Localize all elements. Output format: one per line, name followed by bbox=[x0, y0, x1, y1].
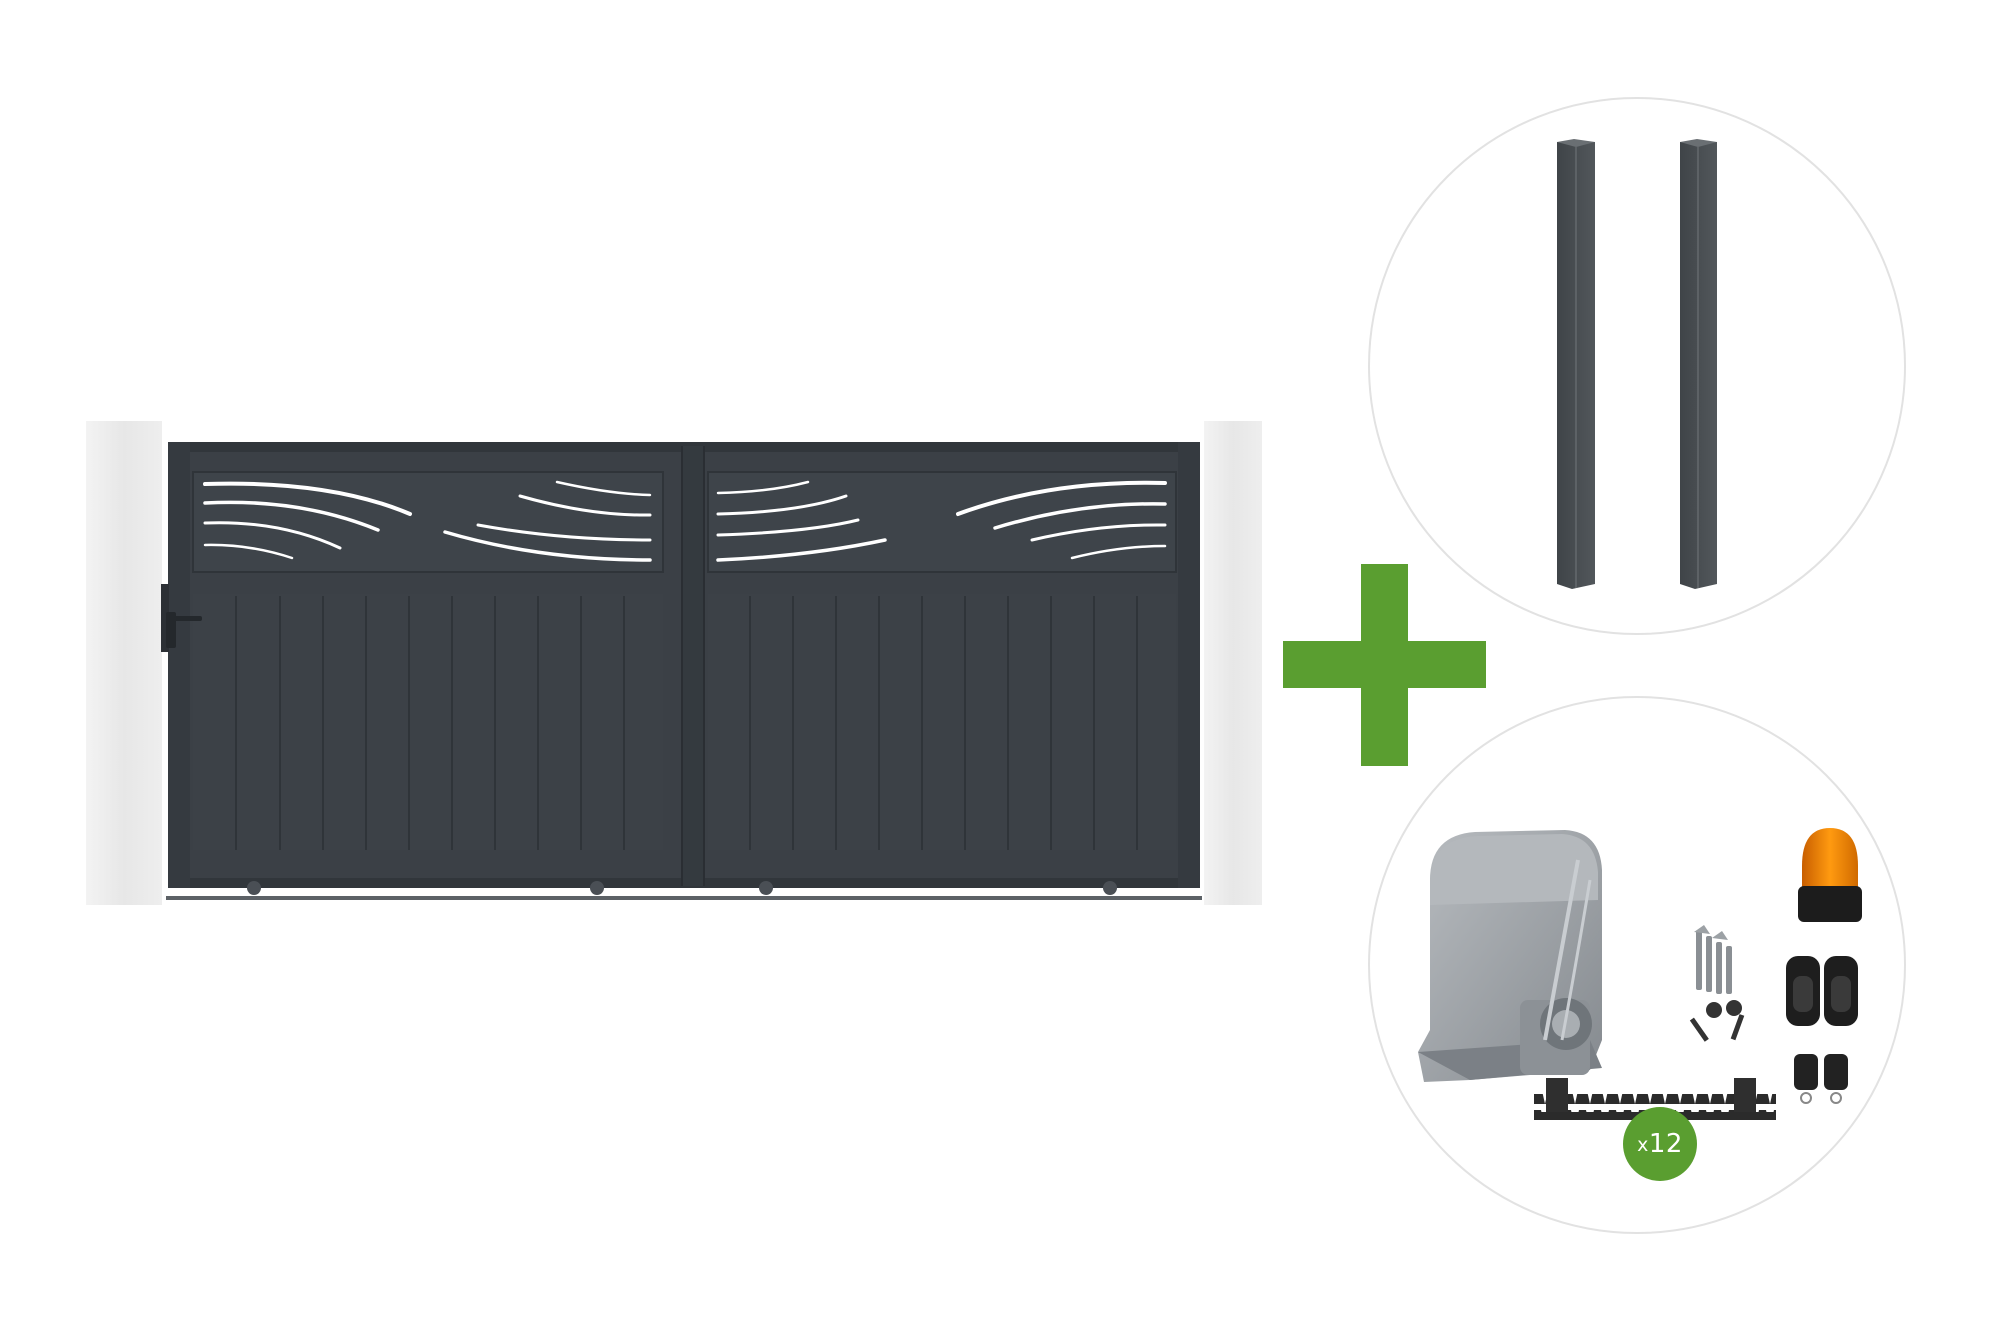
rack-count-prefix: x bbox=[1637, 1134, 1649, 1156]
plus-icon bbox=[1283, 564, 1486, 766]
release-keys-icon bbox=[1689, 1000, 1745, 1042]
gate-center-post bbox=[682, 446, 704, 886]
rack-count-badge bbox=[1623, 1107, 1697, 1181]
post-right bbox=[1680, 139, 1717, 589]
right-perforated-panel bbox=[707, 471, 1177, 573]
photocell-pair-icon bbox=[1786, 956, 1858, 1026]
sliding-gate bbox=[86, 421, 1262, 905]
gate-lock-icon bbox=[161, 584, 202, 652]
right-slat-panel bbox=[708, 594, 1176, 850]
left-pillar bbox=[86, 421, 162, 905]
posts-circle bbox=[1368, 97, 1906, 635]
right-cutout-pattern bbox=[716, 480, 1167, 562]
motor-kit-circle bbox=[1368, 696, 1906, 1234]
flashing-lamp-icon bbox=[1798, 828, 1862, 922]
rack-count-label: x12 bbox=[1623, 1107, 1697, 1181]
right-pillar bbox=[1204, 421, 1262, 905]
anchor-bolts-icon bbox=[1694, 925, 1732, 994]
remote-controls-icon bbox=[1794, 1054, 1848, 1104]
rack-count-value: 12 bbox=[1648, 1129, 1683, 1159]
gate-rollers bbox=[247, 881, 1117, 895]
post-left bbox=[1557, 139, 1595, 589]
sliding-gate-motor-icon bbox=[1418, 830, 1602, 1082]
left-slat-panel bbox=[193, 594, 663, 850]
ground-rail bbox=[166, 896, 1202, 900]
left-cutout-pattern bbox=[203, 480, 652, 562]
